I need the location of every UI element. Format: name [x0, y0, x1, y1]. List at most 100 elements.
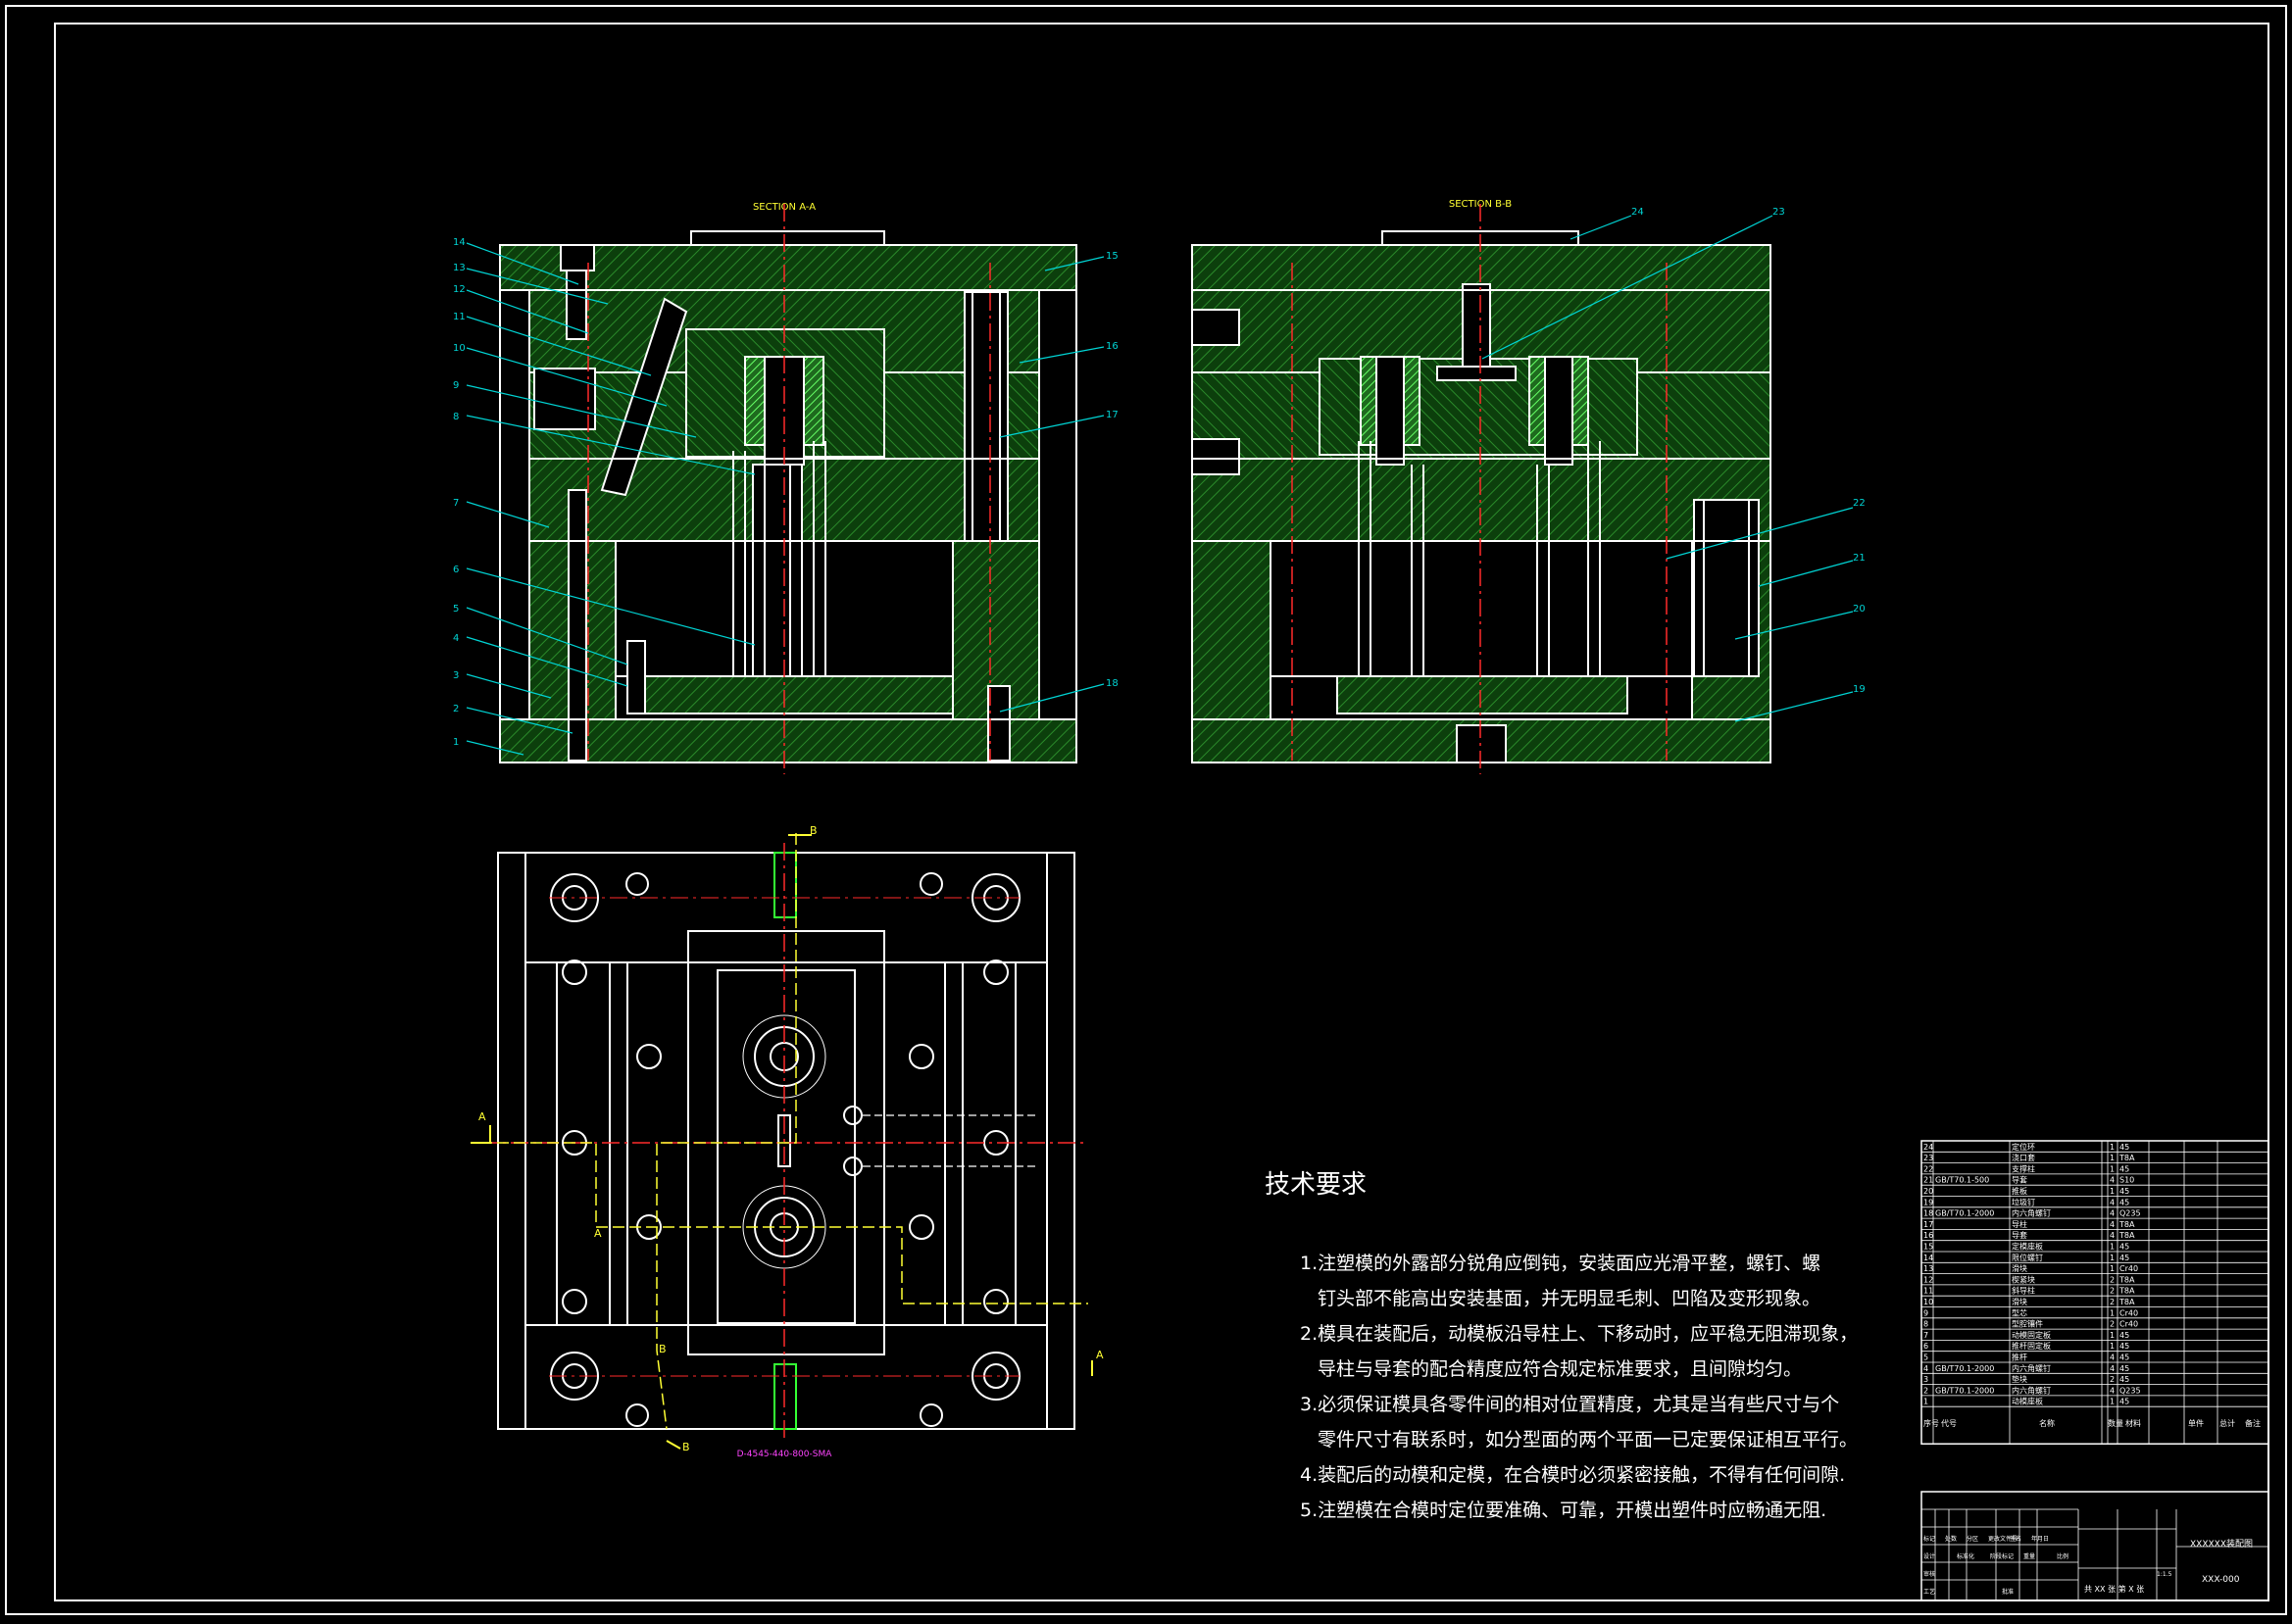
bom-no: 8 [1923, 1320, 1928, 1329]
label-10: 10 [453, 343, 668, 407]
bom-mat: Q235 [2119, 1386, 2141, 1395]
label-3: 3 [453, 670, 552, 699]
svg-text:14: 14 [453, 237, 466, 248]
bom-mat: T8A [2118, 1287, 2135, 1296]
tb-r1-2: 分区 [1967, 1535, 1978, 1543]
section-aa-view: SECTION A-A [499, 202, 1077, 774]
technical-requirements: 技术要求 1.注塑模的外露部分锐角应倒钝，安装面应光滑平整，螺钉、螺 钉头部不能… [1265, 1164, 1859, 1528]
bom-mat: Cr40 [2119, 1320, 2138, 1329]
bom-header-name: 名称 [2039, 1418, 2055, 1428]
bom-qty: 1 [2110, 1154, 2115, 1162]
bom-name: 滑块 [2012, 1297, 2027, 1306]
tb-r1-1: 处数 [1945, 1535, 1957, 1543]
bom-no: 7 [1923, 1331, 1928, 1340]
svg-text:22: 22 [1853, 498, 1866, 509]
tb-r1-5: 年月日 [2031, 1535, 2049, 1543]
bom-name: 内六角螺钉 [2012, 1208, 2051, 1218]
plan-view [471, 833, 1093, 1450]
label-2: 2 [453, 704, 573, 734]
tech-item-3: 3.必须保证模具各零件间的相对位置精度，尤其是当有些尺寸与个 [1300, 1394, 1840, 1415]
bom-mat: 45 [2119, 1331, 2129, 1340]
bom-mat: 45 [2119, 1187, 2129, 1196]
outer-border [5, 5, 2287, 1615]
bom-name: 内六角螺钉 [2012, 1363, 2051, 1373]
bom-qty: 2 [2110, 1320, 2115, 1329]
bom-name: 型腔镶件 [2012, 1319, 2043, 1329]
svg-text:3: 3 [453, 670, 459, 681]
bom-no: 11 [1923, 1287, 1933, 1296]
label-14: 14 [453, 237, 579, 285]
bom-mat: 45 [2119, 1353, 2129, 1362]
label-18: 18 [999, 678, 1119, 713]
bom-no: 17 [1923, 1220, 1933, 1229]
bom-mat: 45 [2119, 1198, 2129, 1206]
label-17: 17 [999, 410, 1119, 438]
tb-r2-1: 标准化 [1957, 1552, 1974, 1560]
tb-drawing-name: XXXXXX装配图 [2190, 1538, 2253, 1550]
bom-no: 20 [1923, 1187, 1933, 1196]
bom-header-w2: 总计 [2219, 1418, 2235, 1428]
bom-no: 18 [1923, 1209, 1933, 1218]
svg-text:8: 8 [453, 412, 459, 422]
bom-header: 序号代号名称数量材料单件总计备注 [1923, 1418, 2261, 1428]
tb-sheet: 共 XX 张 第 X 张 [2084, 1584, 2144, 1594]
bom-no: 19 [1923, 1198, 1933, 1206]
svg-text:9: 9 [453, 380, 459, 391]
tb-r2-0: 设计 [1923, 1552, 1935, 1560]
label-19: 19 [1734, 684, 1866, 722]
label-23: 23 [1481, 207, 1785, 360]
tech-item-2: 2.模具在装配后，动模板沿导柱上、下移动时，应平稳无阻滞现象， [1300, 1323, 1859, 1345]
svg-text:B: B [810, 824, 818, 837]
bom-mat: 45 [2119, 1243, 2129, 1252]
bom-name: 垫块 [2012, 1374, 2027, 1384]
svg-text:A: A [594, 1227, 602, 1240]
bom-header-no: 序号 [1923, 1418, 1939, 1428]
bom-qty: 4 [2110, 1220, 2115, 1229]
bom-name: 定位环 [2012, 1142, 2035, 1152]
svg-text:16: 16 [1106, 341, 1119, 352]
bom-no: 5 [1923, 1353, 1928, 1362]
plan-section-marks: B A A B A B [478, 824, 1104, 1453]
tb-r2-2: 阶段标记 [1990, 1552, 2014, 1560]
bom-qty: 1 [2110, 1398, 2115, 1406]
bom-name: 推杆固定板 [2012, 1341, 2051, 1351]
svg-text:21: 21 [1853, 553, 1866, 564]
bom-header-mat: 材料 [2125, 1418, 2141, 1428]
bom-qty: 1 [2110, 1264, 2115, 1273]
bom-code: GB/T70.1-500 [1935, 1176, 1989, 1185]
bom-qty: 4 [2110, 1198, 2115, 1206]
bom-no: 6 [1923, 1342, 1928, 1351]
bom-qty: 4 [2110, 1209, 2115, 1218]
bom-name: 型芯 [2012, 1307, 2027, 1317]
bom-qty: 2 [2110, 1275, 2115, 1284]
svg-text:5: 5 [453, 604, 459, 615]
bom-qty: 4 [2110, 1231, 2115, 1240]
bom-qty: 2 [2110, 1298, 2115, 1306]
bom-name: 浇口套 [2012, 1153, 2035, 1162]
bom-name: 导套 [2012, 1175, 2027, 1185]
tech-item-5: 5.注塑模在合模时定位要准确、可靠，开模出塑件时应畅通无阻. [1300, 1500, 1827, 1521]
label-1: 1 [453, 737, 524, 756]
svg-text:20: 20 [1853, 604, 1866, 615]
label-13: 13 [453, 263, 609, 305]
svg-text:1: 1 [453, 737, 459, 748]
bom-no: 21 [1923, 1176, 1933, 1185]
svg-text:B: B [682, 1441, 690, 1453]
bom-header-note: 备注 [2245, 1418, 2261, 1428]
svg-text:12: 12 [453, 284, 466, 295]
svg-text:2: 2 [453, 704, 459, 714]
bom-no: 24 [1923, 1143, 1933, 1152]
